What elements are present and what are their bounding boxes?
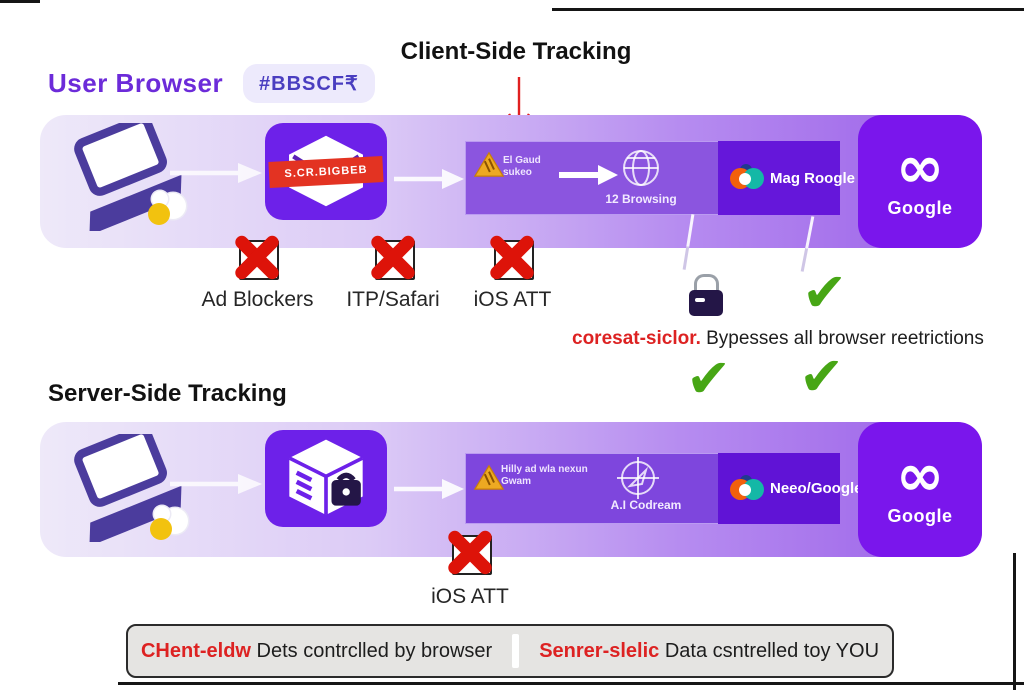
compass-caption: A.I Codream [610,498,682,512]
padlock-icon [688,274,724,316]
user-browser-label: User Browser [48,68,224,98]
blocked-x-icon [485,231,539,285]
laptop-icon [74,434,182,542]
footer-left-text: Dets contrclled by browser [256,639,493,662]
footer-left-red: CHent-eldw [140,639,251,662]
blocked-x-icon [230,231,284,285]
blocker-label-ad-blockers: Ad Blockers [201,288,314,311]
warning-icon [474,151,504,177]
blocker-label-itp-safari: ITP/Safari [346,288,440,311]
google-brand-label: Google [887,506,953,526]
frame-line-right [1013,553,1016,690]
check-icon: ✔ [686,347,732,410]
destination-label: Mag Roogle [770,169,855,187]
server-side-title: Server-Side Tracking [48,380,287,407]
bypass-caption-text: Bypesses all browser reetrictions [706,328,984,349]
server-tracking-panel: Hilly ad wla nexun Gwam A.I Codream Neeo… [465,453,863,524]
secure-server-box [265,430,387,527]
meta-google-block: ∞ Google [858,115,982,248]
footer-left-segment: CHent-eldw Dets contrclled by browser [141,640,492,663]
blocker-label-ios-att: iOS ATT [473,288,552,311]
check-icon: ✔ [802,261,848,324]
comparison-footer-bar: CHent-eldw Dets contrclled by browser Se… [126,624,894,678]
cookie-icon [148,191,188,225]
frame-line-top-left [0,0,40,3]
client-tracking-panel: El Gaud sukeo 12 Browsing Mag Roogle [465,141,855,215]
panel-warning-text: El Gaud sukeo [503,155,541,178]
destination-section: Neeo/Google [718,453,863,524]
script-blocked-box: S.CR.BIGBEB [265,123,387,220]
bypass-caption: coresat-siclor. Bypesses all browser ree… [572,328,1002,350]
flow-arrow-icon [170,474,262,494]
ad-platforms-icon [730,164,764,192]
footer-divider [512,634,520,668]
footer-right-text: Data csntrelled toy YOU [664,639,880,662]
destination-label: Neeo/Google [770,480,863,497]
browser-code-badge: #BBSCF₹ [243,64,375,103]
server-flow-banner: Hilly ad wla nexun Gwam A.I Codream Neeo… [40,422,982,557]
google-brand-label: Google [887,198,953,218]
footer-right-red: Senrer-slelic [539,639,660,662]
laptop-icon [74,123,182,231]
destination-section: Mag Roogle [718,141,855,215]
meta-logo-icon: ∞ [895,441,945,509]
cookie-icon [150,506,190,540]
check-icon: ✔ [799,345,845,408]
frame-line-top-right [552,8,1024,11]
panel-warning-text: Hilly ad wla nexun Gwam [501,464,588,487]
warning-icon [474,464,504,490]
panel-arrow-icon [559,165,618,185]
meta-google-block: ∞ Google [858,422,982,557]
flow-arrow-icon [170,163,262,183]
bypass-caption-red: coresat-siclor. [572,328,701,349]
client-side-title: Client-Side Tracking [400,38,632,65]
ad-platforms-icon [730,474,764,503]
flow-arrow-icon [394,479,464,499]
meta-logo-icon: ∞ [895,133,945,201]
globe-icon [623,150,659,186]
footer-right-segment: Senrer-slelic Data csntrelled toy YOU [539,640,879,663]
server-icon [288,439,364,515]
compass-icon [617,457,659,499]
flow-arrow-icon [394,169,464,189]
browser-caption: 12 Browsing [605,192,677,206]
blocker-label-ios-att: iOS ATT [431,585,509,608]
frame-line-bottom [118,682,1024,685]
blocked-x-icon [366,231,420,285]
client-flow-banner: S.CR.BIGBEB El Gaud sukeo [40,115,982,248]
blocked-x-icon [443,526,497,580]
